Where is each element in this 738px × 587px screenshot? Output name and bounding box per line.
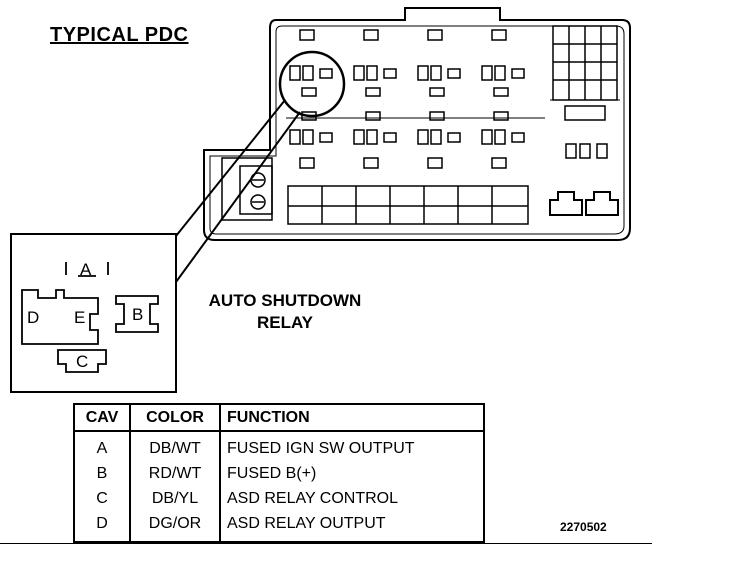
relay-cavity-slot bbox=[417, 129, 429, 145]
relay-cavity-slot bbox=[447, 68, 461, 79]
figure-number: 2270502 bbox=[560, 520, 607, 534]
relay-cavity-slot bbox=[289, 65, 301, 81]
header-color: COLOR bbox=[130, 404, 221, 432]
cell-function: FUSED IGN SW OUTPUT bbox=[227, 440, 415, 457]
lower-connectors bbox=[549, 191, 619, 216]
relay-cavity-slot bbox=[481, 65, 493, 81]
pdc-housing-outline bbox=[203, 7, 631, 241]
relay-name-line-2: RELAY bbox=[256, 313, 314, 332]
relay-cavity-slot bbox=[511, 132, 525, 143]
cell-cav: D bbox=[74, 511, 131, 542]
relay-cavity-slot bbox=[447, 132, 461, 143]
relay-cavity-outline bbox=[21, 262, 159, 373]
relay-cavity-slot bbox=[491, 29, 507, 41]
relay-cavity-slot bbox=[366, 129, 378, 145]
pdc-housing-inner bbox=[209, 25, 625, 235]
relay-cavity-slot bbox=[319, 132, 333, 143]
relay-cavity-slot bbox=[365, 87, 381, 97]
relay-cavity-slot bbox=[427, 157, 443, 169]
relay-cavity-slot bbox=[353, 129, 365, 145]
cell-color: DB/YL bbox=[130, 486, 221, 511]
cell-color: DB/WT bbox=[130, 431, 221, 461]
relay-cavity-slot bbox=[319, 68, 333, 79]
relay-cavity-slot bbox=[302, 129, 314, 145]
relay-cavity-slot bbox=[417, 65, 429, 81]
header-cav: CAV bbox=[74, 404, 131, 432]
cell-function: FUSED B(+) bbox=[227, 465, 317, 482]
cell-color: DG/OR bbox=[130, 511, 221, 542]
pin-label-c: C bbox=[76, 352, 88, 371]
relay-cavity-slot bbox=[289, 129, 301, 145]
maxi-fuse-strip bbox=[287, 185, 529, 225]
relay-cavity-slot bbox=[299, 157, 315, 169]
relay-cavity-slot bbox=[365, 111, 381, 121]
mini-fuse-block bbox=[552, 25, 618, 159]
battery-stud-terminal bbox=[221, 157, 273, 221]
relay-cavity-slot bbox=[301, 87, 317, 97]
relay-cavity-slot bbox=[491, 157, 507, 169]
callout-leader-lower bbox=[175, 111, 301, 283]
cell-color: RD/WT bbox=[130, 461, 221, 486]
relay-name-label: AUTO SHUTDOWN RELAY bbox=[190, 290, 380, 334]
diagram-title: TYPICAL PDC bbox=[50, 24, 189, 46]
cavity-table: CAV COLOR FUNCTION A DB/WT FUSED IGN SW … bbox=[73, 403, 485, 543]
relay-cavity-detail-box bbox=[10, 233, 177, 393]
relay-cavity-slot bbox=[430, 129, 442, 145]
relay-cavity-slot bbox=[493, 87, 509, 97]
pin-label-a: A bbox=[80, 260, 92, 279]
callout-leader-upper bbox=[175, 99, 286, 237]
cell-cav: A bbox=[74, 431, 131, 461]
table-header-row: CAV COLOR FUNCTION bbox=[74, 404, 484, 432]
relay-cavity-slot bbox=[430, 65, 442, 81]
relay-cavity-slot bbox=[299, 29, 315, 41]
relay-cavity-slot bbox=[494, 65, 506, 81]
relay-cavity-slot bbox=[494, 129, 506, 145]
pin-label-e: E bbox=[74, 308, 85, 327]
relay-cavity-slot bbox=[429, 111, 445, 121]
pin-label-d: D bbox=[27, 308, 39, 327]
table-row: B RD/WT FUSED B(+) bbox=[74, 461, 484, 486]
relay-cavity-slot bbox=[481, 129, 493, 145]
table-row: A DB/WT FUSED IGN SW OUTPUT bbox=[74, 431, 484, 461]
relay-cavity-slot bbox=[383, 68, 397, 79]
relay-cavity-slot bbox=[429, 87, 445, 97]
relay-cavity-slot bbox=[511, 68, 525, 79]
table-row: D DG/OR ASD RELAY OUTPUT bbox=[74, 511, 484, 542]
pin-label-b: B bbox=[132, 305, 143, 324]
cell-cav: B bbox=[74, 461, 131, 486]
relay-cavity-slot bbox=[353, 65, 365, 81]
relay-cavity-slot bbox=[363, 157, 379, 169]
cell-cav: C bbox=[74, 486, 131, 511]
header-function: FUNCTION bbox=[220, 404, 484, 432]
relay-cavity-slot bbox=[383, 132, 397, 143]
relay-cavity-slot bbox=[302, 65, 314, 81]
relay-name-line-1: AUTO SHUTDOWN bbox=[208, 291, 362, 310]
page-rule bbox=[0, 543, 652, 544]
asd-relay-highlight-circle bbox=[278, 50, 346, 118]
relay-cavity-slot bbox=[366, 65, 378, 81]
relay-cavity-slot bbox=[493, 111, 509, 121]
relay-cavities bbox=[289, 29, 525, 169]
relay-cavity-slot bbox=[427, 29, 443, 41]
cell-function: ASD RELAY OUTPUT bbox=[227, 515, 386, 532]
relay-cavity-slot bbox=[363, 29, 379, 41]
cell-function: ASD RELAY CONTROL bbox=[227, 490, 399, 507]
table-row: C DB/YL ASD RELAY CONTROL bbox=[74, 486, 484, 511]
